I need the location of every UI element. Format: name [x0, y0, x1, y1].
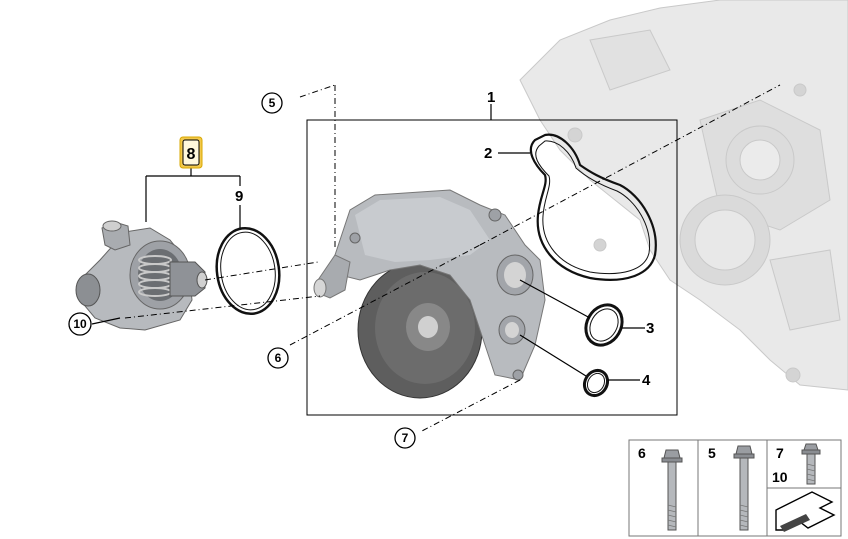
- legend-label-6: 6: [638, 445, 646, 461]
- legend-label-10: 10: [772, 469, 788, 485]
- svg-text:8: 8: [187, 146, 196, 163]
- svg-text:7: 7: [402, 431, 409, 445]
- o-ring-item-4: [582, 368, 610, 398]
- bolt-5-icon: [733, 445, 755, 531]
- svg-text:10: 10: [73, 317, 87, 331]
- assembly-frame: [306, 119, 678, 416]
- svg-text:6: 6: [275, 351, 282, 365]
- callout-6: 6: [267, 347, 289, 369]
- callout-1: 1: [487, 89, 495, 106]
- callout-4: 4: [642, 372, 651, 389]
- bolt-legend: 6 5 7 10: [628, 439, 842, 537]
- engine-block: [519, 0, 848, 391]
- o-ring-item-3: [584, 303, 624, 347]
- leader-lines: [91, 104, 645, 381]
- seal-item-9: [215, 226, 281, 316]
- svg-text:5: 5: [269, 96, 276, 110]
- bolt-7-10-icon: [801, 443, 821, 485]
- assembly-lines: [124, 84, 781, 433]
- callout-7: 7: [394, 427, 416, 449]
- bolt-6-icon: [661, 449, 683, 531]
- arrow-direction-icon: [775, 491, 836, 532]
- callout-9: 9: [235, 188, 243, 205]
- gasket-item-2: [529, 133, 657, 281]
- legend-label-7: 7: [776, 445, 784, 461]
- callout-2: 2: [484, 145, 492, 162]
- legend-label-5: 5: [708, 445, 716, 461]
- callout-10: 10: [68, 312, 92, 336]
- callout-5: 5: [261, 92, 283, 114]
- callout-8-highlighted: 8: [179, 136, 203, 169]
- callout-3: 3: [646, 320, 654, 337]
- thermostat-item-10: [75, 220, 208, 331]
- water-pump: [313, 189, 546, 399]
